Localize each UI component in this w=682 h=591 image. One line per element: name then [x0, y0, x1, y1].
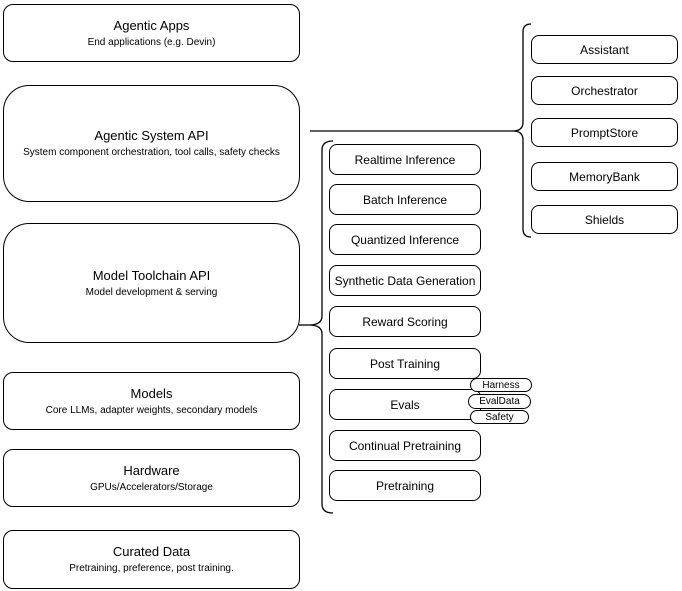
node-realtime-inference: Realtime Inference: [329, 144, 481, 175]
node-subtitle: Pretraining, preference, post training.: [69, 563, 234, 574]
node-continual-pretraining: Continual Pretraining: [329, 430, 481, 461]
tag-evaldata: EvalData: [468, 394, 531, 409]
node-subtitle: GPUs/Accelerators/Storage: [90, 481, 213, 493]
node-title: Agentic Apps: [113, 17, 190, 33]
node-title: Curated Data: [112, 544, 191, 559]
node-curated-data: Curated Data Pretraining, preference, po…: [3, 530, 300, 589]
node-reward-scoring: Reward Scoring: [329, 306, 481, 337]
node-promptstore: PromptStore: [531, 118, 678, 147]
node-agentic-system-api: Agentic System API System component orch…: [3, 85, 300, 202]
node-model-toolchain-api: Model Toolchain API Model development & …: [3, 223, 300, 343]
node-quantized-inference: Quantized Inference: [329, 224, 481, 255]
node-hardware: Hardware GPUs/Accelerators/Storage: [3, 449, 300, 507]
node-evals: Evals: [329, 389, 481, 420]
brace-system-components: [512, 23, 532, 238]
node-pretraining: Pretraining: [329, 470, 481, 501]
node-orchestrator: Orchestrator: [531, 76, 678, 105]
node-subtitle: Model development & serving: [85, 286, 218, 298]
node-memorybank: MemoryBank: [531, 162, 678, 191]
brace-toolchain: [308, 140, 334, 514]
node-assistant: Assistant: [531, 35, 678, 64]
node-batch-inference: Batch Inference: [329, 184, 481, 215]
node-synthetic-data-generation: Synthetic Data Generation: [329, 265, 481, 296]
node-subtitle: End applications (e.g. Devin): [87, 36, 216, 48]
node-title: Agentic System API: [94, 128, 209, 143]
tag-harness: Harness: [470, 378, 532, 392]
node-post-training: Post Training: [329, 348, 481, 379]
node-agentic-apps: Agentic Apps End applications (e.g. Devi…: [3, 4, 300, 62]
node-title: Hardware: [123, 462, 180, 478]
node-subtitle: Core LLMs, adapter weights, secondary mo…: [45, 404, 258, 416]
tag-safety: Safety: [470, 410, 529, 424]
node-title: Models: [130, 385, 173, 401]
node-models: Models Core LLMs, adapter weights, secon…: [3, 372, 300, 430]
node-shields: Shields: [531, 205, 678, 234]
node-subtitle: System component orchestration, tool cal…: [23, 147, 280, 158]
node-title: Model Toolchain API: [92, 267, 211, 283]
